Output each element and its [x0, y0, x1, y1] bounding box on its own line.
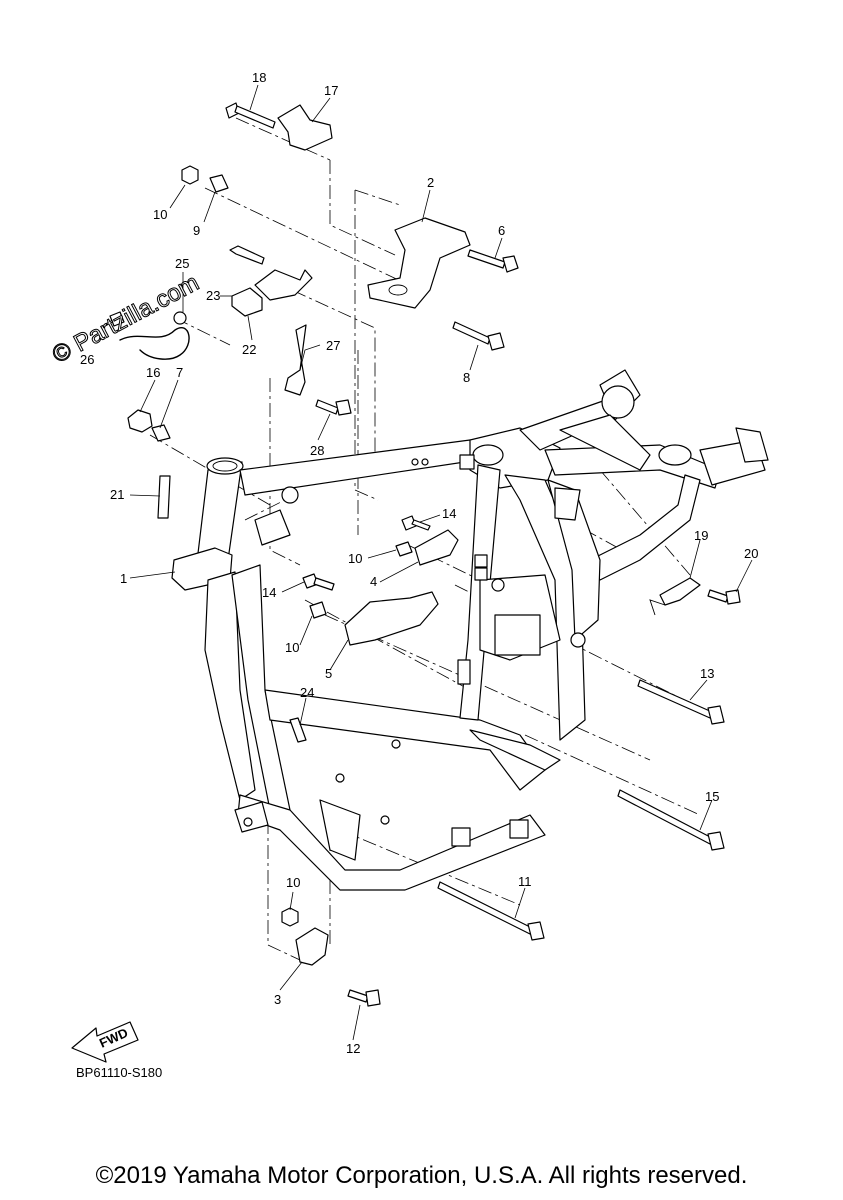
pin-24 — [289, 717, 307, 743]
callout-15: 15 — [705, 789, 719, 804]
bolt-20 — [707, 589, 741, 605]
callout-9: 9 — [193, 223, 200, 238]
collar-9 — [209, 174, 229, 193]
bolt-26 — [109, 311, 125, 327]
callout-22: 22 — [242, 342, 256, 357]
bolt-28 — [315, 399, 352, 416]
callout-24: 24 — [300, 685, 314, 700]
callout-12: 12 — [346, 1041, 360, 1056]
callout-10-lower: 10 — [286, 875, 300, 890]
bolt-8 — [452, 321, 505, 351]
callout-14-lower: 14 — [262, 585, 276, 600]
callout-1: 1 — [120, 571, 127, 586]
bolt-14-upper — [401, 515, 431, 531]
callout-21: 21 — [110, 487, 124, 502]
bolt-6 — [467, 249, 519, 273]
nut-10-lower — [281, 907, 299, 927]
collar-10-mid — [395, 541, 413, 557]
callout-17: 17 — [324, 83, 338, 98]
callout-20: 20 — [744, 546, 758, 561]
bracket-17 — [277, 104, 333, 151]
bracket-5 — [344, 591, 439, 646]
bolt-13 — [637, 679, 725, 725]
bolt-12 — [347, 989, 381, 1007]
callout-10-left: 10 — [285, 640, 299, 655]
loose-parts — [109, 102, 741, 1007]
copyright-notice: ©2019 Yamaha Motor Corporation, U.S.A. A… — [95, 1162, 748, 1189]
callout-26: 26 — [80, 352, 94, 367]
callout-3: 3 — [274, 992, 281, 1007]
callout-13: 13 — [700, 666, 714, 681]
callout-18: 18 — [252, 70, 266, 85]
callout-27: 27 — [326, 338, 340, 353]
callout-10-mid: 10 — [348, 551, 362, 566]
wire-harness-25 — [119, 327, 190, 360]
clamp-22 — [231, 287, 263, 317]
callout-5: 5 — [325, 666, 332, 681]
bolt-15 — [617, 789, 725, 851]
bolt-23 — [229, 245, 265, 265]
bolt-11 — [437, 881, 545, 941]
callout-11: 11 — [518, 874, 532, 889]
callout-2: 2 — [427, 175, 434, 190]
pin-21 — [157, 475, 171, 519]
main-frame — [171, 369, 769, 891]
nut-16 — [127, 409, 153, 433]
bracket-2 — [367, 217, 471, 309]
callout-25: 25 — [175, 256, 189, 271]
fwd-arrow: FWD — [71, 1021, 139, 1063]
callout-23: 23 — [206, 288, 220, 303]
callout-4: 4 — [370, 574, 377, 589]
callout-16: 16 — [146, 365, 160, 380]
callout-19: 19 — [694, 528, 708, 543]
callout-10-top: 10 — [153, 207, 167, 222]
bolt-14-lower — [302, 573, 335, 591]
callouts: 18 17 2 10 9 6 25 23 22 26 8 27 16 7 28 … — [80, 70, 758, 1056]
plate-4 — [414, 529, 459, 566]
callout-28: 28 — [310, 443, 324, 458]
callout-7: 7 — [176, 365, 183, 380]
collar-7 — [151, 424, 171, 442]
leader-lines — [129, 84, 753, 1041]
collar-10-left — [309, 601, 327, 619]
callout-6: 6 — [498, 223, 505, 238]
callout-8: 8 — [463, 370, 470, 385]
bolt-18 — [225, 102, 276, 129]
nut-10-top — [181, 165, 199, 185]
diagram-code: BP61110-S180 — [76, 1065, 163, 1080]
stay-27 — [284, 324, 307, 396]
clip-19 — [659, 577, 701, 606]
callout-14-upper: 14 — [442, 506, 456, 521]
bracket-3 — [295, 927, 329, 966]
